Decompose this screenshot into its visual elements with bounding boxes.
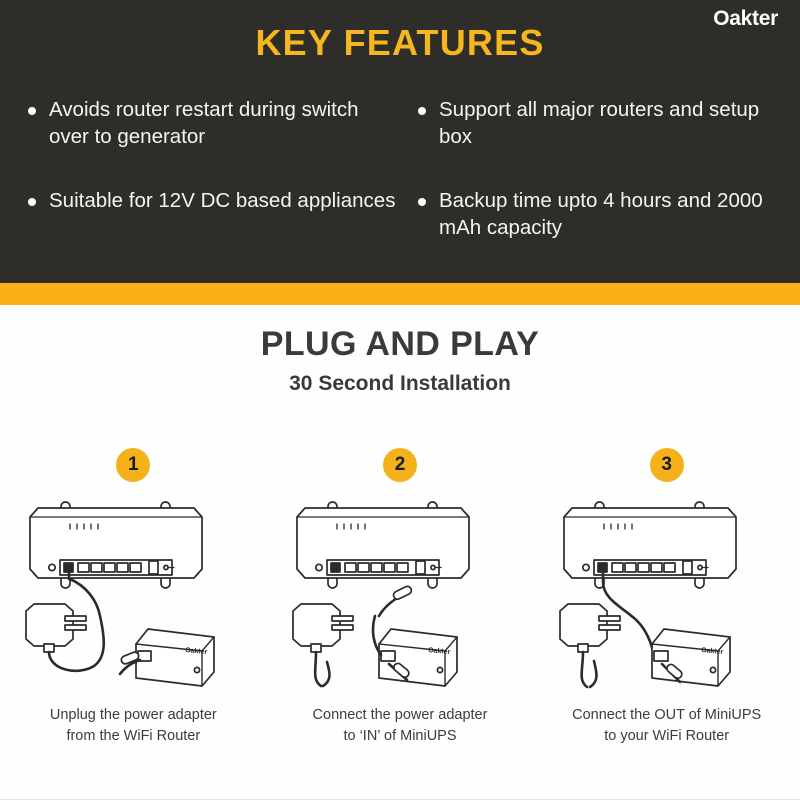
router-adapter-unplugged-illustration: Oakter (25, 501, 216, 687)
installation-step: 2 (267, 448, 534, 747)
plug-and-play-title: PLUG AND PLAY (260, 325, 540, 363)
feature-item: Support all major routers and setup box (410, 96, 800, 151)
adapter-to-miniups-in-illustration: Oakter (292, 501, 470, 688)
key-features-title: KEY FEATURES (255, 22, 545, 63)
installation-steps: 1 (0, 448, 800, 747)
bullet-dot-icon (28, 197, 36, 206)
device-brand-label: Oakter (185, 647, 208, 656)
amber-divider (0, 283, 800, 305)
installation-step: 1 (0, 448, 267, 747)
feature-item: Suitable for 12V DC based appliances (0, 187, 410, 242)
device-brand-label: Oakter (428, 647, 451, 656)
feature-text: Support all major routers and setup box (439, 98, 760, 149)
step-number-badge: 3 (649, 448, 684, 482)
key-features-panel: Oakter KEY FEATURES Avoids router restar… (0, 0, 800, 283)
feature-text: Avoids router restart during switch over… (49, 98, 359, 149)
feature-text: Backup time upto 4 hours and 2000 mAh ca… (439, 188, 763, 239)
bullet-dot-icon (418, 107, 426, 115)
feature-text: Suitable for 12V DC based appliances (49, 188, 396, 212)
step-caption: Connect the OUT of MiniUPS to your WiFi … (572, 707, 762, 745)
bullet-dot-icon (418, 197, 426, 206)
plug-and-play-subtitle: 30 Second Installation (289, 372, 511, 395)
bullet-dot-icon (28, 107, 36, 115)
installation-step: 3 (533, 448, 800, 747)
feature-item: Backup time upto 4 hours and 2000 mAh ca… (410, 187, 800, 242)
feature-item: Avoids router restart during switch over… (0, 96, 410, 151)
miniups-out-to-router-illustration: Oakter (558, 501, 737, 689)
step-number-badge: 2 (382, 448, 417, 482)
device-brand-label: Oakter (700, 647, 723, 656)
step-caption: Connect the power adapter to ‘IN’ of Min… (312, 707, 488, 745)
key-features-list: Avoids router restart during switch over… (0, 96, 800, 241)
oakter-logo: Oakter (713, 7, 778, 30)
step-caption: Unplug the power adapter from the WiFi R… (49, 707, 217, 745)
step-number-badge: 1 (116, 448, 151, 482)
